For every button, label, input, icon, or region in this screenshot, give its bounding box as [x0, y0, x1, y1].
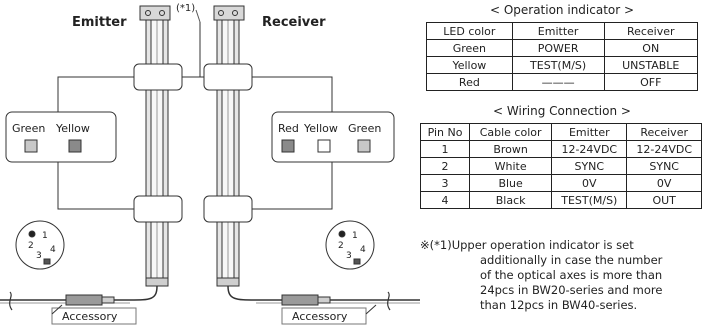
table-row: Red ——— OFF: [426, 73, 698, 91]
table-cell: SYNC: [626, 157, 702, 175]
receiver-red-label: Red: [278, 122, 299, 135]
sensor-wiring-diagram: Emitter Receiver (*1) Green Yellow Red Y…: [0, 3, 420, 325]
table-cell: 2: [419, 157, 471, 175]
accessory-right-label: Accessory: [292, 310, 348, 323]
table-cell: Black: [469, 191, 553, 209]
table-cell: Blue: [469, 174, 553, 192]
receiver-top-bracket: [213, 5, 245, 21]
receiver-green-label: Green: [348, 122, 381, 135]
table-row: 4 Black TEST(M/S) OUT: [419, 191, 702, 209]
emitter-yellow-led: [68, 139, 82, 153]
receiver-bottom-cap: [216, 277, 240, 287]
table-cell: 12-24VDC: [626, 140, 702, 158]
table-cell: Green: [426, 39, 513, 57]
emitter-connector: [15, 220, 65, 270]
table-cell: UNSTABLE: [603, 56, 698, 74]
table-cell: OFF: [603, 73, 698, 91]
footnote: ※(*1)Upper operation indicator is set ad…: [420, 238, 704, 313]
table-cell: 4: [419, 191, 471, 209]
header-cell: Emitter: [511, 22, 605, 40]
accessory-left-label: Accessory: [62, 310, 118, 323]
footnote-line: additionally in case the number: [480, 253, 663, 267]
table-cell: White: [469, 157, 553, 175]
emitter-yellow-label: Yellow: [55, 122, 90, 135]
footnote-line: of the optical axes is more than: [480, 268, 663, 282]
receiver-pin-4: 4: [360, 245, 366, 255]
emitter-green-label: Green: [12, 122, 45, 135]
table-cell: Red: [426, 73, 513, 91]
header-cell: Receiver: [603, 22, 698, 40]
table-cell: Yellow: [426, 56, 513, 74]
header-cell: LED color: [426, 22, 513, 40]
emitter-pin-3: 3: [36, 251, 42, 261]
footnote-mark: ※(*1): [420, 238, 452, 252]
receiver-lower-indicator: [203, 195, 253, 223]
emitter-pin-2: 2: [28, 241, 34, 251]
footnote-line: than 12pcs in BW40-series.: [480, 298, 638, 312]
receiver-pin-2: 2: [338, 241, 344, 251]
wiring-connection-title: < Wiring Connection >: [493, 104, 631, 118]
table-header-row: Pin No Cable color Emitter Receiver: [419, 123, 702, 141]
emitter-lower-indicator: [133, 195, 183, 223]
header-cell: Receiver: [626, 123, 702, 141]
receiver-connector: [325, 220, 375, 270]
table-cell: ———: [511, 73, 605, 91]
footnote-text: Upper operation indicator is set: [451, 238, 634, 252]
header-cell: Pin No: [419, 123, 471, 141]
table-cell: Brown: [469, 140, 553, 158]
table-cell: OUT: [626, 191, 702, 209]
emitter-label: Emitter: [72, 15, 127, 30]
table-cell: 1: [419, 140, 471, 158]
table-cell: POWER: [511, 39, 605, 57]
footnote-first-line: ※(*1)Upper operation indicator is set: [420, 238, 704, 253]
receiver-yellow-label: Yellow: [303, 122, 338, 135]
emitter-green-led: [24, 139, 38, 153]
table-row: Green POWER ON: [426, 39, 698, 57]
table-header-row: LED color Emitter Receiver: [426, 22, 698, 40]
emitter-top-bracket: [139, 5, 171, 21]
table-cell: 0V: [626, 174, 702, 192]
table-row: 3 Blue 0V 0V: [419, 174, 702, 192]
table-cell: 3: [419, 174, 471, 192]
operation-indicator-table: LED color Emitter Receiver Green POWER O…: [426, 22, 698, 91]
emitter-inline-connector: [65, 294, 103, 306]
header-cell: Emitter: [551, 123, 628, 141]
table-row: Yellow TEST(M/S) UNSTABLE: [426, 56, 698, 74]
table-row: 1 Brown 12-24VDC 12-24VDC: [419, 140, 702, 158]
emitter-cable: [0, 285, 158, 301]
receiver-indicator-panel: [271, 111, 395, 163]
header-cell: Cable color: [469, 123, 553, 141]
receiver-cable: [227, 285, 420, 301]
receiver-pin-3: 3: [346, 251, 352, 261]
receiver-red-led: [281, 139, 295, 153]
receiver-upper-indicator: [203, 63, 253, 91]
receiver-pin-1: 1: [352, 231, 358, 241]
receiver-label: Receiver: [262, 15, 326, 30]
table-cell: ON: [603, 39, 698, 57]
receiver-inline-connector: [281, 294, 319, 306]
operation-indicator-title: < Operation indicator >: [489, 3, 635, 17]
table-cell: TEST(M/S): [511, 56, 605, 74]
table-row: 2 White SYNC SYNC: [419, 157, 702, 175]
note-ref-label: (*1): [176, 3, 195, 14]
emitter-pin-4: 4: [50, 245, 56, 255]
accessory-right-box: [281, 307, 367, 325]
table-cell: TEST(M/S): [551, 191, 628, 209]
accessory-left-box: [51, 307, 137, 325]
emitter-indicator-panel: [5, 111, 117, 163]
receiver-yellow-led: [317, 139, 331, 153]
footnote-line: 24pcs in BW20-series and more: [480, 283, 663, 297]
emitter-upper-indicator: [133, 63, 183, 91]
table-cell: 0V: [551, 174, 628, 192]
receiver-green-led: [357, 139, 371, 153]
emitter-bottom-cap: [145, 277, 169, 287]
table-cell: 12-24VDC: [551, 140, 628, 158]
table-cell: SYNC: [551, 157, 628, 175]
wiring-connection-table: Pin No Cable color Emitter Receiver 1 Br…: [419, 123, 702, 209]
emitter-pin-1: 1: [42, 231, 48, 241]
